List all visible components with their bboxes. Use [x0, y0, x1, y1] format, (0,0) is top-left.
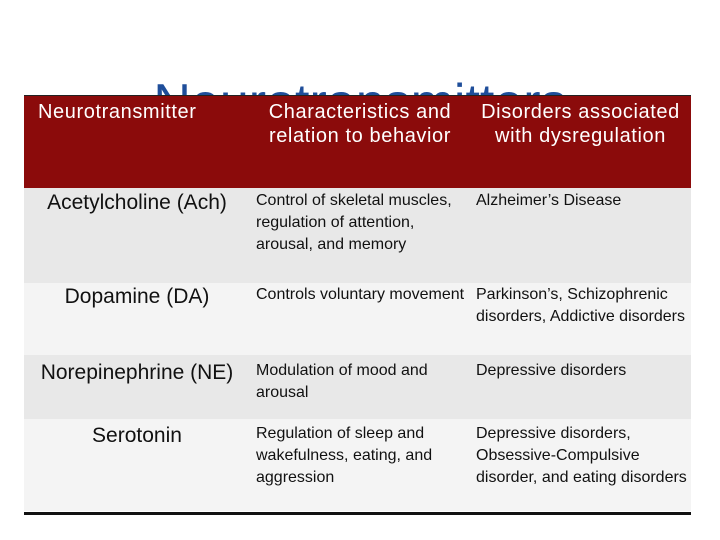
neurotransmitter-table: Neurotransmitter Characteristics and rel… — [24, 96, 691, 511]
table-top-rule — [24, 95, 691, 97]
disorders-cell: Depressive disorders, Obsessive-Compulsi… — [476, 425, 687, 486]
characteristics-cell: Control of skeletal muscles, regulation … — [256, 192, 452, 253]
neurotransmitter-name: Acetylcholine (Ach) — [47, 191, 227, 214]
characteristics-cell: Modulation of mood and arousal — [256, 362, 428, 401]
header-characteristics: Characteristics and relation to behavior — [268, 101, 452, 147]
table-row: Dopamine (DA) Controls voluntary movemen… — [24, 283, 691, 355]
header-neurotransmitter: Neurotransmitter — [38, 101, 197, 123]
characteristics-cell: Regulation of sleep and wakefulness, eat… — [256, 425, 433, 486]
characteristics-cell: Controls voluntary movement — [256, 286, 465, 303]
table-row: Norepinephrine (NE) Modulation of mood a… — [24, 355, 691, 419]
table-row: Serotonin Regulation of sleep and wakefu… — [24, 419, 691, 511]
table-row: Acetylcholine (Ach) Control of skeletal … — [24, 188, 691, 283]
disorders-cell: Depressive disorders — [476, 362, 627, 379]
header-disorders: Disorders associated with dysregulation — [481, 101, 680, 147]
slide-title: Neurotransmitters — [153, 73, 567, 132]
table-header-row: Neurotransmitter Characteristics and rel… — [24, 96, 691, 188]
table-bottom-rule — [24, 512, 691, 515]
disorders-cell: Parkinson’s, Schizophrenic disorders, Ad… — [476, 286, 685, 325]
neurotransmitter-name: Dopamine (DA) — [64, 285, 210, 308]
disorders-cell: Alzheimer’s Disease — [476, 192, 622, 209]
neurotransmitter-name: Norepinephrine (NE) — [40, 361, 234, 384]
neurotransmitter-name: Serotonin — [92, 424, 182, 447]
